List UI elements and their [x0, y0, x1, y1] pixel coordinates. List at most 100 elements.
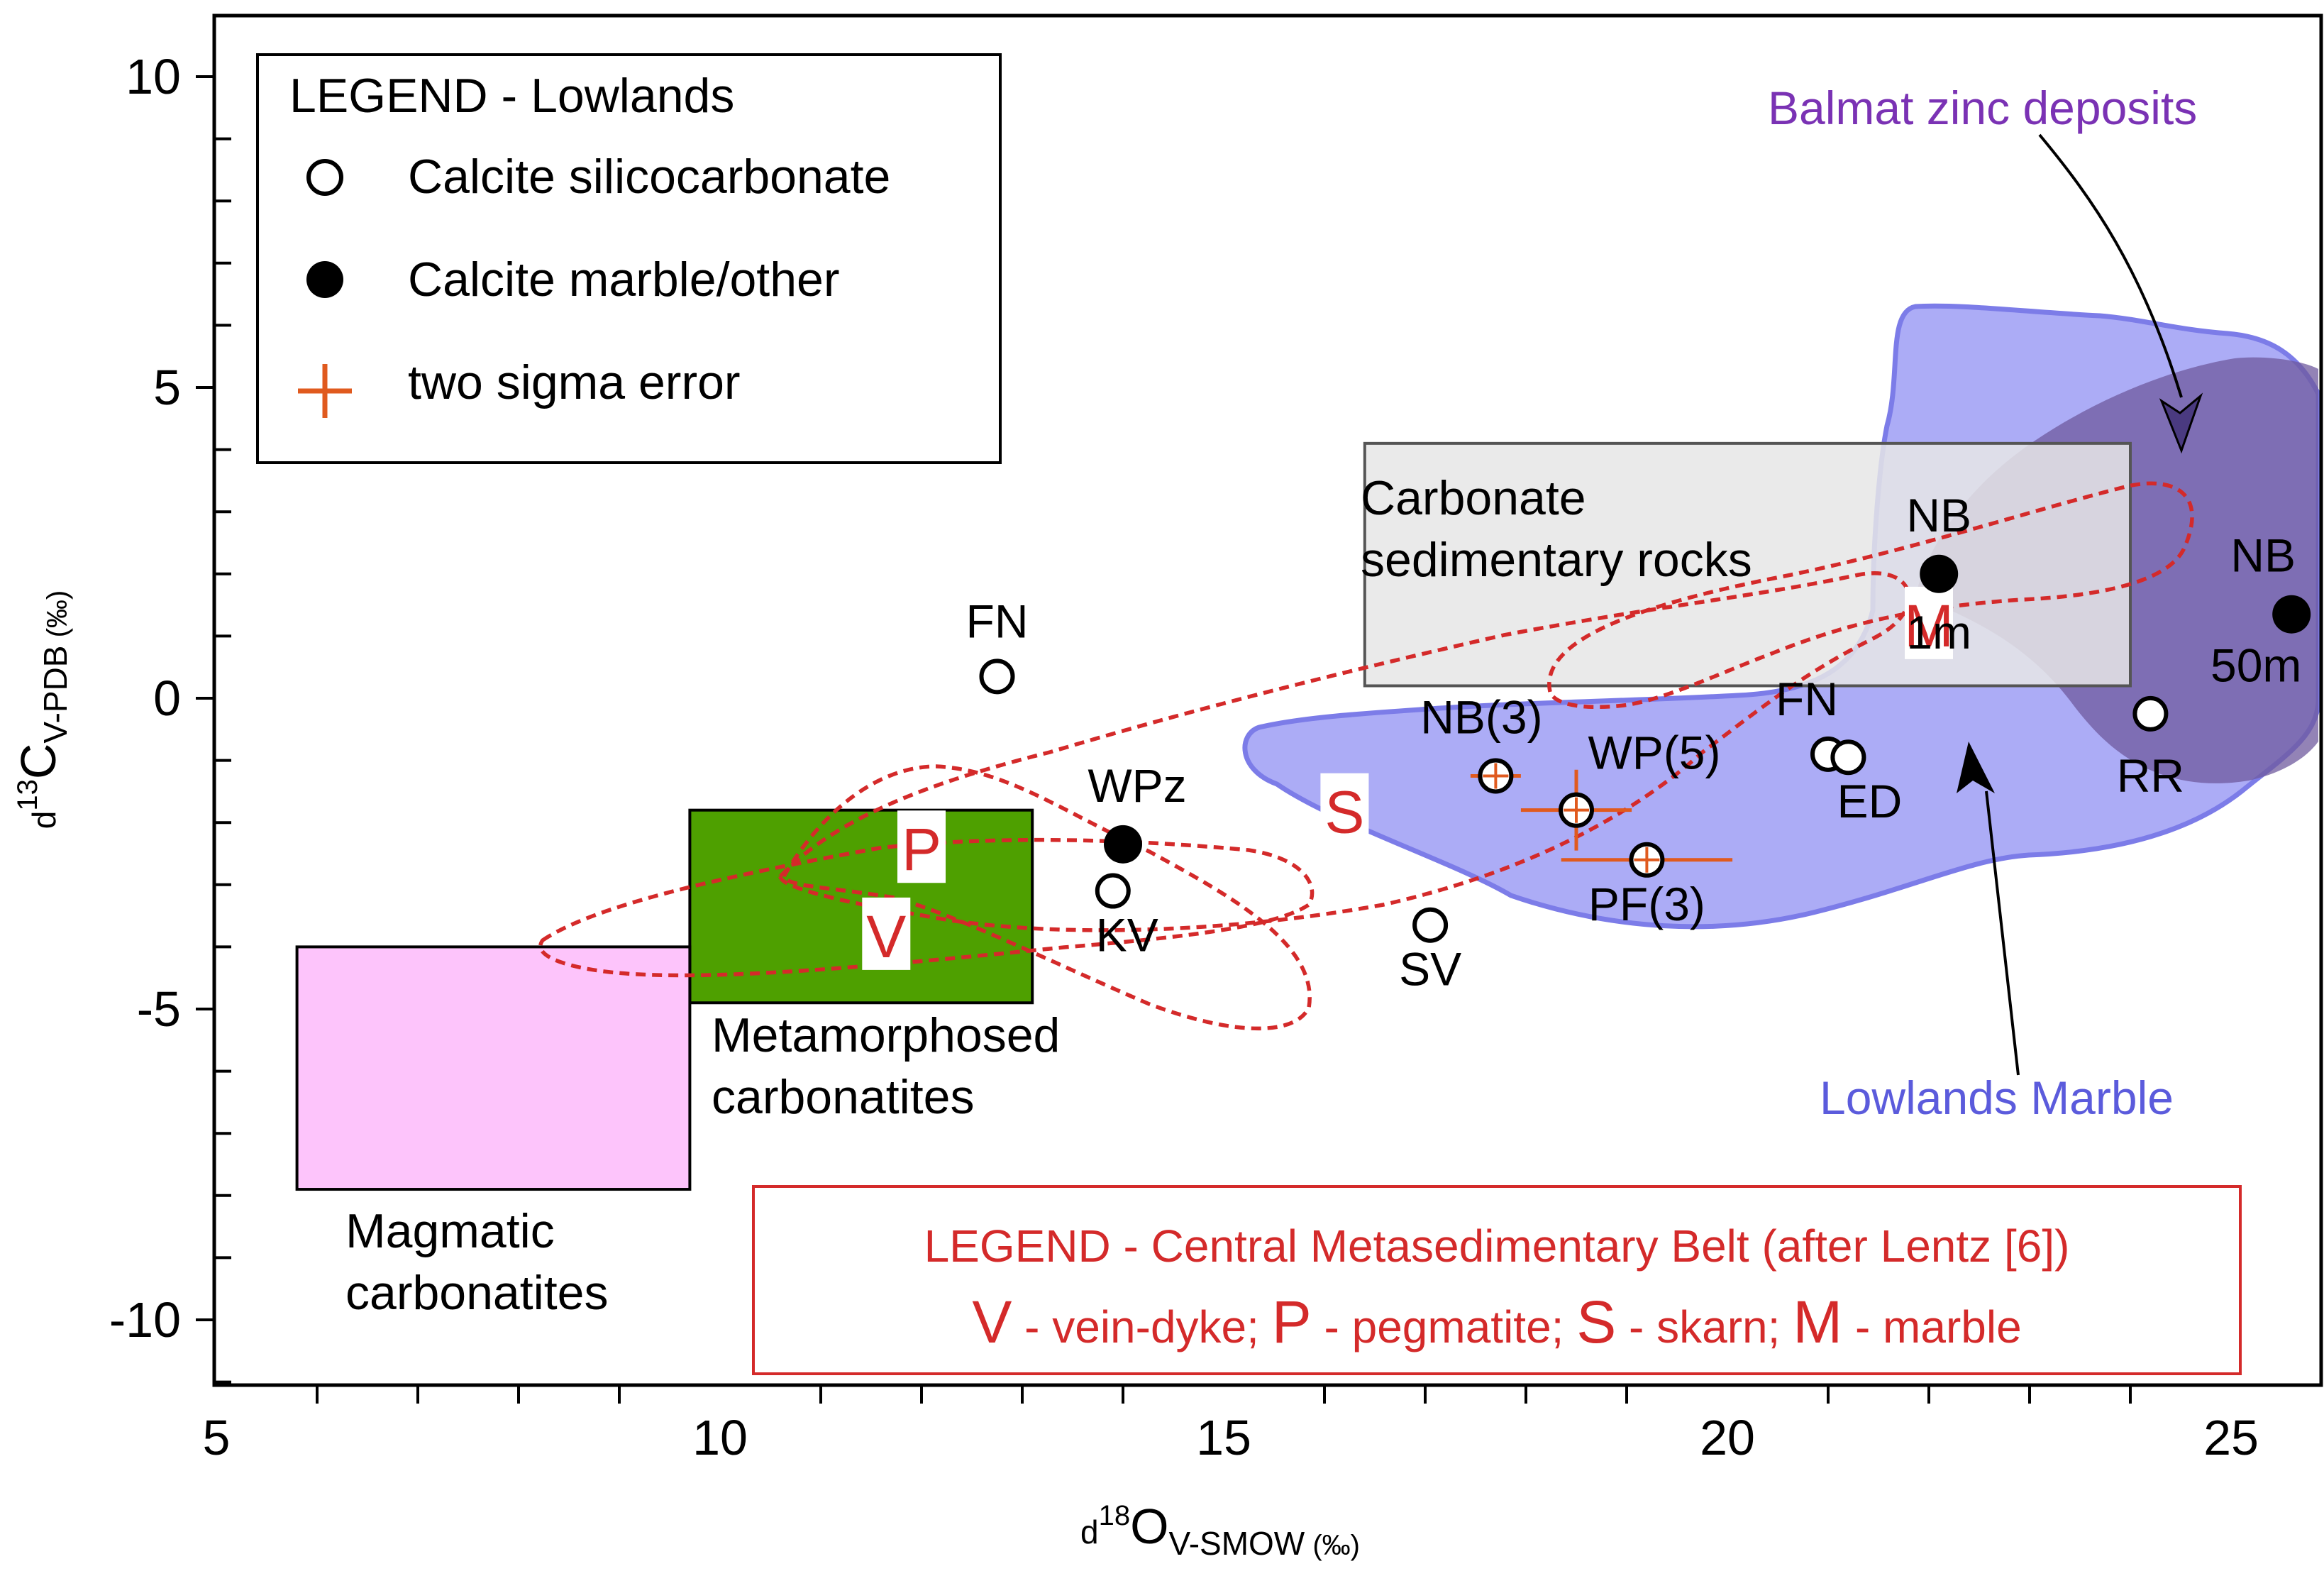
- x-tick-label: 10: [692, 1410, 748, 1465]
- cmb-letter-v: V: [866, 903, 906, 970]
- data-point-7: PF(3): [1561, 842, 1733, 930]
- cmb-letters: PV S M: [862, 586, 1954, 970]
- region-annotations: Balmat zinc deposits Lowlands Marble: [1768, 82, 2203, 1124]
- point-label: FN: [1776, 673, 1838, 725]
- point-label: RR: [2117, 749, 2184, 802]
- lowlands-legend-title: LEGEND - Lowlands: [289, 69, 734, 123]
- point-sublabel: 50m: [2210, 639, 2301, 692]
- x-tick-label: 20: [1700, 1410, 1755, 1465]
- magmatic-carbonatites-label-line-1: Magmatic: [345, 1204, 555, 1258]
- point-label: SV: [1399, 943, 1461, 996]
- y-tick-label: 10: [126, 49, 181, 104]
- y-axis-title: d13CV-PDB (‰): [11, 590, 74, 829]
- data-point-6: WP(5): [1520, 727, 1721, 851]
- open-circle-marker: [2132, 695, 2169, 732]
- point-label: PF(3): [1588, 878, 1705, 930]
- carbonate-sedimentary-rocks-label-line-2: sedimentary rocks: [1361, 533, 1752, 587]
- data-point-11: RR: [2117, 695, 2184, 802]
- y-tick-label: 0: [153, 671, 181, 726]
- lowlands-arrow: [1957, 742, 2020, 1076]
- plot-frame: [212, 13, 2323, 1387]
- magmatic-carbonatites-box: [295, 945, 692, 1191]
- open-circle-marker: [1095, 873, 1131, 909]
- open-circle-marker: [979, 658, 1015, 695]
- cmb-key-m: M: [1793, 1289, 1842, 1355]
- x-tick-label: 5: [203, 1410, 231, 1465]
- data-point-12: NB 50m: [2210, 529, 2311, 692]
- filled-circle-marker: [2272, 595, 2311, 634]
- balmat-arrow: [2038, 133, 2203, 454]
- data-point-1: FN: [966, 595, 1029, 695]
- cmb-legend-keys: V - vein-dyke; P - pegmatite; S - skarn;…: [972, 1289, 2021, 1355]
- y-tick-label: -5: [137, 981, 181, 1037]
- open-circle-marker: [1830, 739, 1866, 776]
- data-point-5: NB(3): [1420, 691, 1543, 794]
- cmb-letter-m-bg: [1905, 586, 1953, 659]
- cmb-key-p: P: [1272, 1289, 1312, 1355]
- cmb-letter-m: M: [1904, 593, 1954, 659]
- lowlands-marble-label: Lowlands Marble: [1820, 1071, 2174, 1124]
- point-sublabel: 1m: [1906, 606, 1971, 658]
- x-tick-label: 25: [2203, 1410, 2259, 1465]
- data-point-2: WPz: [1088, 759, 1187, 864]
- cmb-v-outline: [538, 837, 1315, 978]
- cmb-key-s: S: [1576, 1289, 1616, 1355]
- data-point-10: NB 1m: [1906, 489, 1971, 658]
- point-label: ED: [1837, 775, 1903, 827]
- balmat-label: Balmat zinc deposits: [1768, 82, 2197, 134]
- cmb-desc-v: - vein-dyke;: [1012, 1301, 1271, 1352]
- filled-circle-marker: [1920, 554, 1959, 593]
- cross-legend-marker: [298, 364, 352, 418]
- lowlands-legend: LEGEND - Lowlands Calcite silicocarbonat…: [256, 53, 1002, 464]
- carbonate-sedimentary-rocks-label-line-1: Carbonate: [1361, 471, 1586, 525]
- point-label: NB(3): [1420, 691, 1542, 744]
- point-label: FN: [966, 595, 1029, 647]
- data-point-8: FN: [1776, 673, 1846, 772]
- magmatic-carbonatites-label-line-2: carbonatites: [345, 1266, 608, 1320]
- cmb-legend-title: LEGEND - Central Metasedimentary Belt (a…: [924, 1220, 2070, 1272]
- cmb-desc-s: - skarn;: [1616, 1301, 1793, 1352]
- axis-titles: d18OV-SMOW (‰) d13CV-PDB (‰): [11, 590, 1360, 1562]
- cmb-letter-p-bg: [897, 810, 946, 883]
- filled-circle-marker: [1104, 825, 1142, 864]
- cmb-legend: LEGEND - Central Metasedimentary Belt (a…: [752, 1185, 2242, 1375]
- data-point-9: ED: [1830, 739, 1903, 827]
- point-label: NB: [1906, 489, 1971, 541]
- cmb-letter-s: S: [1324, 779, 1364, 846]
- cmb-s-outline: [778, 571, 1911, 932]
- cmb-letter-v-bg: [862, 897, 911, 970]
- y-tick-label: -10: [109, 1292, 181, 1348]
- point-label: KV: [1096, 909, 1158, 961]
- cmb-p-outline: [781, 764, 1312, 1031]
- open-circle-legend-marker: [306, 159, 343, 196]
- lowlands-legend-item-1: Calcite silicocarbonate: [408, 150, 890, 204]
- metamorphosed-carbonatites-label-line-1: Metamorphosed: [712, 1008, 1060, 1062]
- cmb-letter-p: P: [902, 816, 941, 883]
- x-tick-label: 15: [1196, 1410, 1251, 1465]
- lowlands-legend-box: [256, 53, 1002, 464]
- y-tick-label: 5: [153, 360, 181, 415]
- point-label: WPz: [1088, 759, 1186, 812]
- x-axis-title: d18OV-SMOW (‰): [1080, 1499, 1360, 1562]
- lowlands-legend-item-2: Calcite marble/other: [408, 253, 839, 307]
- metamorphosed-carbonatites-label-line-2: carbonatites: [712, 1070, 974, 1124]
- cmb-key-v: V: [972, 1289, 1012, 1355]
- point-label: NB: [2230, 529, 2296, 582]
- cmb-legend-box: [752, 1185, 2242, 1375]
- filled-circle-legend-marker: [306, 261, 343, 298]
- data-point-3: KV: [1095, 873, 1158, 961]
- point-label: WP(5): [1588, 727, 1721, 779]
- cmb-m-outline: [1547, 481, 2194, 710]
- cmb-desc-p: - pegmatite;: [1312, 1301, 1577, 1352]
- lowlands-legend-item-3: two sigma error: [408, 356, 741, 409]
- cmb-outlines: [538, 481, 2194, 1031]
- cmb-letter-s-bg: [1320, 773, 1369, 846]
- open-circle-marker: [1412, 907, 1449, 943]
- axes: 5 10 15 20 25 10 5 0 -5 -10: [109, 13, 2323, 1465]
- data-point-4: SV: [1399, 907, 1461, 996]
- carbonate-sedimentary-rocks-box: [1363, 441, 2132, 688]
- cmb-desc-m: - marble: [1842, 1301, 2022, 1352]
